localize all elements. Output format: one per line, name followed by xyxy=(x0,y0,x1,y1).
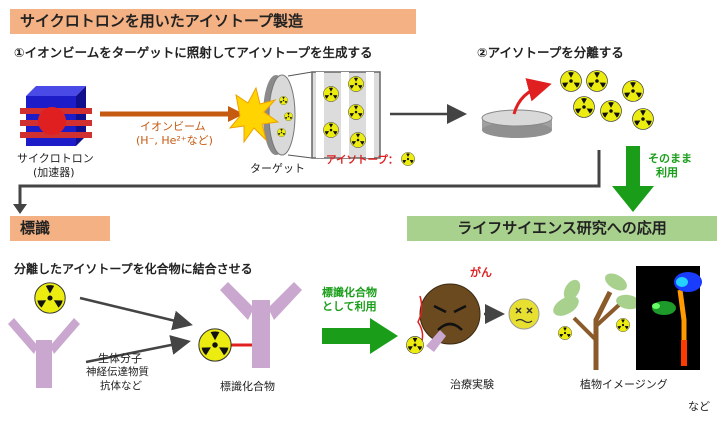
use-as-label-2: として利用 xyxy=(322,300,377,313)
cancer-cell-icon xyxy=(417,283,481,347)
isotope-icon xyxy=(34,282,66,314)
as-is-arrow xyxy=(612,146,654,212)
separated-isotopes xyxy=(560,70,654,130)
use-as-label-1: 標識化合物 xyxy=(322,286,377,299)
labeled-compound-icon xyxy=(198,282,302,368)
application-banner: ライフサイエンス研究への応用 xyxy=(407,216,717,241)
ion-beam-label: イオンビーム xyxy=(140,120,206,133)
labeled-compound-label: 標識化合物 xyxy=(220,380,275,393)
target-magnified xyxy=(311,71,381,159)
cancer-label: がん xyxy=(470,266,492,279)
labeling-banner: 標識 xyxy=(10,216,110,241)
biomolecule-examples-2: 抗体など xyxy=(100,380,142,392)
use-as-label-arrow xyxy=(322,318,398,354)
plant-imaging-label: 植物イメージング xyxy=(580,378,668,391)
dead-cell-icon xyxy=(508,298,540,330)
labeling-instruction: 分離したアイソトープを化合物に結合させる xyxy=(14,262,253,276)
target-icon xyxy=(228,74,296,156)
as-is-label-1: そのまま xyxy=(648,152,692,165)
plant-imaging-panel xyxy=(636,266,702,370)
separation-dish-icon xyxy=(481,109,553,138)
biomolecule-label: 生体分子 xyxy=(98,352,142,365)
antibody-icon xyxy=(8,318,80,388)
target-label: ターゲット xyxy=(250,162,305,175)
biomolecule-examples-1: 神経伝達物質 xyxy=(86,366,149,378)
therapy-label: 治療実験 xyxy=(450,378,494,391)
isotope-legend-label: アイソトープ： xyxy=(326,154,399,166)
cyclotron-label: サイクロトロン xyxy=(17,152,94,165)
step2-text: ②アイソトープを分離する xyxy=(477,45,624,60)
antibody-binding-icon xyxy=(406,330,446,354)
ion-beam-sublabel: (H⁻, He²⁺など) xyxy=(136,134,213,147)
production-banner: サイクロトロンを用いたアイソトープ製造 xyxy=(10,9,416,34)
cyclotron-sublabel: (加速器) xyxy=(33,166,75,179)
isotope-legend-icon xyxy=(401,152,415,166)
plant-icon xyxy=(553,273,640,370)
ion-beam-arrow xyxy=(100,106,244,122)
as-is-label-2: 利用 xyxy=(656,166,678,179)
etc-label: など xyxy=(688,400,710,413)
cyclotron-icon xyxy=(20,86,92,146)
step1-text: ①イオンビームをターゲットに照射してアイソトープを生成する xyxy=(14,45,373,60)
